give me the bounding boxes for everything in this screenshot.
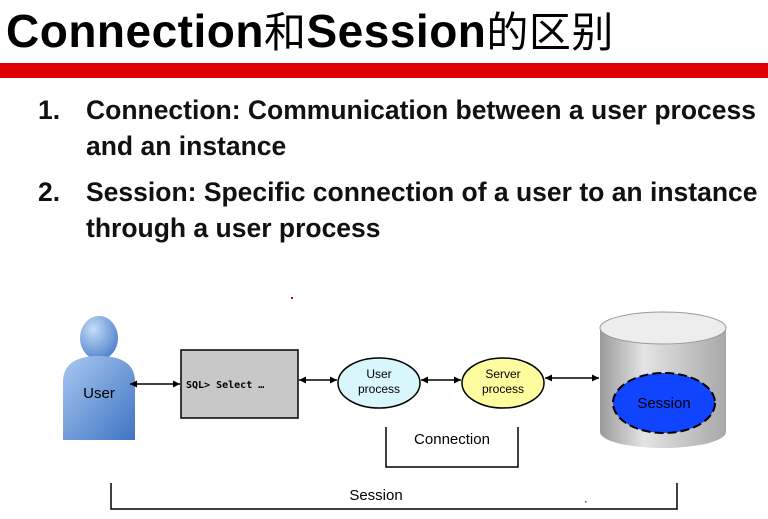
session-in-instance-label: Session bbox=[637, 395, 690, 412]
server-process-label-line1: Server bbox=[485, 367, 520, 381]
connection-bracket bbox=[385, 427, 519, 468]
user-figure-icon bbox=[63, 316, 135, 440]
title-connection: Connection bbox=[6, 5, 264, 57]
session-label: Session bbox=[349, 487, 402, 504]
item-text: Connection: Communication between a user… bbox=[86, 95, 756, 161]
sql-client-window bbox=[180, 349, 299, 419]
user-label: User bbox=[83, 385, 115, 402]
server-process-node bbox=[461, 357, 545, 409]
definition-item-session: 2. Session: Specific connection of a use… bbox=[38, 174, 766, 246]
user-process-label-line1: User bbox=[366, 367, 391, 381]
user-process-node bbox=[337, 357, 421, 409]
stray-mark bbox=[585, 501, 587, 503]
session-bracket bbox=[110, 483, 678, 510]
connection-label: Connection bbox=[414, 431, 490, 448]
title-underline-bar bbox=[0, 63, 768, 78]
user-process-label-line2: process bbox=[358, 382, 400, 396]
title-session: Session bbox=[306, 5, 487, 57]
item-number: 2. bbox=[38, 177, 61, 207]
title-difference: 的区别 bbox=[486, 8, 614, 57]
definition-item-connection: 1. Connection: Communication between a u… bbox=[38, 92, 766, 164]
sql-prompt-text: SQL> Select … bbox=[186, 380, 264, 391]
session-in-instance bbox=[612, 372, 716, 434]
definition-list: 1. Connection: Communication between a u… bbox=[38, 92, 766, 256]
title-and: 和 bbox=[263, 8, 307, 57]
item-text: Session: Specific connection of a user t… bbox=[86, 177, 758, 243]
item-number: 1. bbox=[38, 95, 61, 125]
slide-title: Connection和Session的区别 bbox=[6, 0, 614, 62]
server-process-label-line2: process bbox=[482, 382, 524, 396]
stray-mark bbox=[291, 297, 293, 299]
